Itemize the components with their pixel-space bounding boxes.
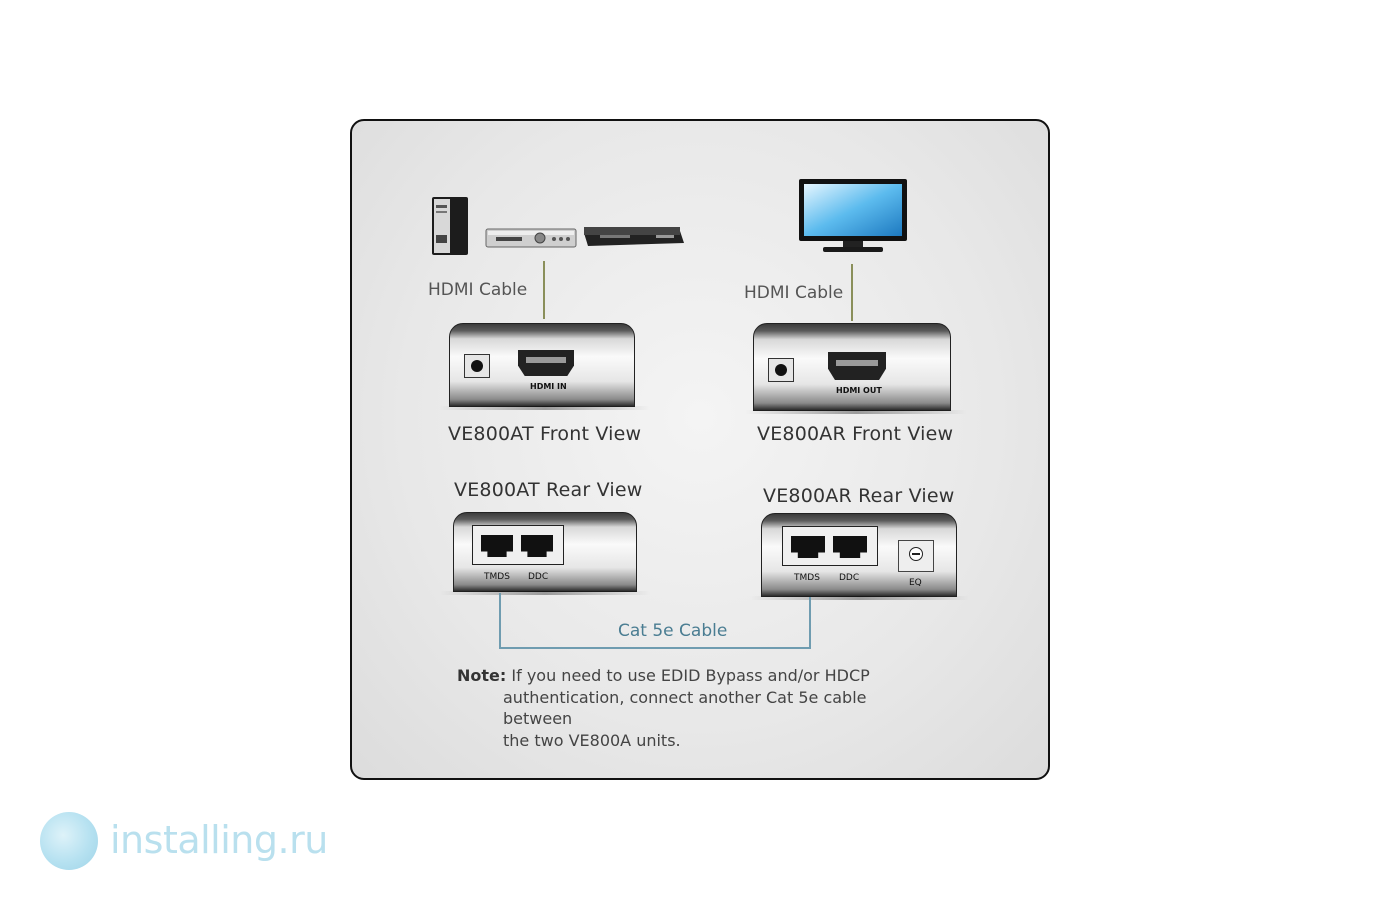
hdmi-in-label: HDMI IN <box>530 382 567 391</box>
ve800ar-rear-view-title: VE800AR Rear View <box>763 485 955 507</box>
tv-illustration <box>799 179 907 252</box>
note-line-1: Note: If you need to use EDID Bypass and… <box>457 665 937 687</box>
right-hdmi-cable-line <box>851 264 853 321</box>
watermark: installing.ru <box>22 806 328 878</box>
hdmi-out-label: HDMI OUT <box>836 386 882 395</box>
left-hdmi-cable-label: HDMI Cable <box>428 280 528 300</box>
cat5e-cable-right-drop <box>809 597 811 649</box>
source-devices-illustration <box>432 197 684 255</box>
ve800ar-front-view-title: VE800AR Front View <box>757 423 954 445</box>
diagram-panel: HDMI Cable HDMI Cable HDMI IN VE800AT Fr… <box>350 119 1050 780</box>
rj45-port-icon <box>833 536 867 558</box>
ve800at-rear-view-title: VE800AT Rear View <box>454 479 643 501</box>
device-shadow <box>750 596 970 600</box>
ddc-port-label: DDC <box>528 572 549 582</box>
left-hdmi-cable-line <box>543 261 545 319</box>
watermark-logo-icon <box>40 812 98 870</box>
hdmi-port-icon <box>828 352 886 380</box>
ve800at-front-device: HDMI IN <box>449 323 635 407</box>
rj45-port-icon <box>791 536 825 558</box>
device-shadow <box>745 410 967 414</box>
watermark-text: installing.ru <box>110 818 328 862</box>
ve800ar-front-device: HDMI OUT <box>753 323 951 411</box>
rj45-port-icon <box>481 535 513 557</box>
note-line-3: the two VE800A units. <box>503 730 681 750</box>
eq-label: EQ <box>909 578 922 588</box>
note-line-2: authentication, connect another Cat 5e c… <box>503 687 867 729</box>
power-jack-icon <box>768 358 794 382</box>
cat5e-cable-line <box>499 647 811 649</box>
note-text: Note: If you need to use EDID Bypass and… <box>457 665 937 751</box>
power-jack-icon <box>464 354 490 378</box>
tmds-port-label: TMDS <box>484 572 510 582</box>
hdmi-port-icon <box>518 350 574 376</box>
ve800ar-rear-device: TMDS DDC EQ <box>761 513 957 597</box>
eq-knob-icon <box>898 540 934 572</box>
dvd-player-icon <box>584 227 684 246</box>
device-shadow <box>440 591 650 595</box>
rj45-port-panel <box>472 525 564 565</box>
tmds-port-label: TMDS <box>794 573 820 583</box>
pc-tower-icon <box>432 197 468 255</box>
cat5e-cable-left-drop <box>499 593 501 649</box>
ddc-port-label: DDC <box>839 573 860 583</box>
tv-icon <box>799 179 907 252</box>
av-receiver-icon <box>485 228 577 248</box>
ve800at-rear-device: TMDS DDC <box>453 512 637 592</box>
right-hdmi-cable-label: HDMI Cable <box>744 283 844 303</box>
rj45-port-icon <box>521 535 553 557</box>
device-shadow <box>440 406 650 410</box>
note-line-1-text: If you need to use EDID Bypass and/or HD… <box>511 666 870 685</box>
note-prefix: Note: <box>457 666 507 685</box>
cat5e-cable-label: Cat 5e Cable <box>618 621 728 641</box>
ve800at-front-view-title: VE800AT Front View <box>448 423 642 445</box>
rj45-port-panel <box>782 526 878 566</box>
